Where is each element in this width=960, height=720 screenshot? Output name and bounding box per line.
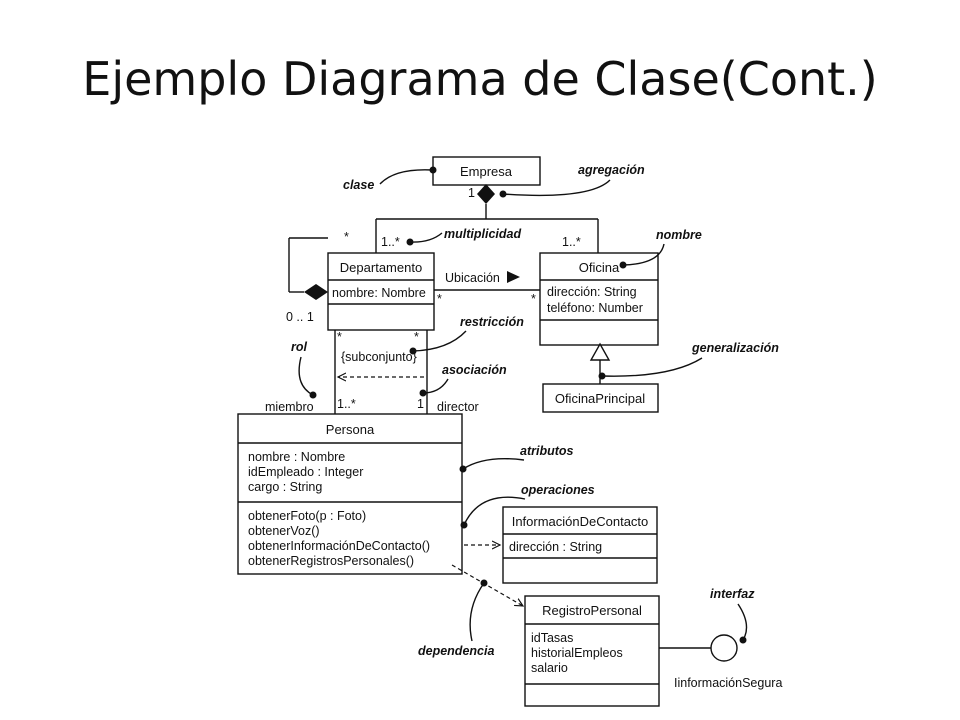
persona-attr-2: idEmpleado : Integer <box>248 465 363 479</box>
note-nombre: nombre <box>656 228 702 242</box>
persona-attr-1: nombre : Nombre <box>248 450 345 464</box>
persona-op-4: obtenerRegistrosPersonales() <box>248 554 414 568</box>
mult-dept-top: 1..* <box>381 235 400 249</box>
generalization-triangle <box>589 342 611 361</box>
note-clase: clase <box>343 178 374 192</box>
slide-title: Ejemplo Diagrama de Clase(Cont.) <box>82 52 878 106</box>
class-oficina-attr-2: teléfono: Number <box>547 301 643 315</box>
registro-attr-2: historialEmpleos <box>531 646 623 660</box>
class-departamento[interactable]: Departamento nombre: Nombre <box>327 252 435 331</box>
note-dependencia: dependencia <box>418 644 494 658</box>
persona-op-3: obtenerInformaciónDeContacto() <box>248 539 430 553</box>
interface-lollipop <box>710 634 738 662</box>
class-registro-personal-name: RegistroPersonal <box>542 603 642 618</box>
class-empresa-name: Empresa <box>460 164 513 179</box>
note-operaciones: operaciones <box>521 483 595 497</box>
ubicacion-star-right: * <box>531 292 536 306</box>
mult-self-bottom: 0 .. 1 <box>286 310 314 324</box>
role-miembro: miembro <box>265 400 314 414</box>
class-oficina-name: Oficina <box>579 260 620 275</box>
note-interfaz: interfaz <box>710 587 755 601</box>
note-asociacion: asociación <box>442 363 507 377</box>
mult-miembro: 1..* <box>337 397 356 411</box>
persona-op-2: obtenerVoz() <box>248 524 320 538</box>
mult-self-top: * <box>344 230 349 244</box>
note-generalizacion: generalización <box>691 341 779 355</box>
class-registro-personal[interactable]: RegistroPersonal idTasas historialEmpleo… <box>524 595 660 707</box>
class-info-contacto-name: InformaciónDeContacto <box>512 514 649 529</box>
interface-name: IinformaciónSegura <box>674 676 782 690</box>
dept-star-right: * <box>414 330 419 344</box>
class-oficina[interactable]: Oficina dirección: String teléfono: Numb… <box>539 252 659 346</box>
note-agregacion: agregación <box>578 163 645 177</box>
subconjunto-constraint: {subconjunto} <box>341 350 417 364</box>
mult-oficina-top: 1..* <box>562 235 581 249</box>
note-rol: rol <box>291 340 308 354</box>
self-aggregation-diamond <box>304 284 328 300</box>
registro-attr-3: salario <box>531 661 568 675</box>
info-contacto-attr: dirección : String <box>509 540 602 554</box>
note-restriccion: restricción <box>460 315 524 329</box>
ubicacion-label: Ubicación <box>445 271 500 285</box>
role-director: director <box>437 400 479 414</box>
persona-attr-3: cargo : String <box>248 480 322 494</box>
registro-attr-1: idTasas <box>531 631 573 645</box>
ubicacion-direction-arrow <box>507 271 520 283</box>
class-oficina-principal-name: OficinaPrincipal <box>555 391 645 406</box>
class-oficina-principal[interactable]: OficinaPrincipal <box>542 383 659 413</box>
class-persona[interactable]: Persona nombre : Nombre idEmpleado : Int… <box>237 413 463 575</box>
aggregation-diamond <box>477 184 495 204</box>
class-empresa[interactable]: Empresa <box>432 156 541 186</box>
class-oficina-attr-1: dirección: String <box>547 285 637 299</box>
mult-director: 1 <box>417 397 424 411</box>
mult-empresa: 1 <box>468 186 475 200</box>
note-multiplicidad: multiplicidad <box>444 227 521 241</box>
class-departamento-name: Departamento <box>340 260 422 275</box>
class-info-contacto[interactable]: InformaciónDeContacto dirección : String <box>502 506 658 584</box>
ubicacion-star-left: * <box>437 292 442 306</box>
note-atributos: atributos <box>520 444 574 458</box>
class-persona-name: Persona <box>326 422 375 437</box>
persona-op-1: obtenerFoto(p : Foto) <box>248 509 366 523</box>
class-departamento-attr: nombre: Nombre <box>332 286 426 300</box>
dept-star-left: * <box>337 330 342 344</box>
